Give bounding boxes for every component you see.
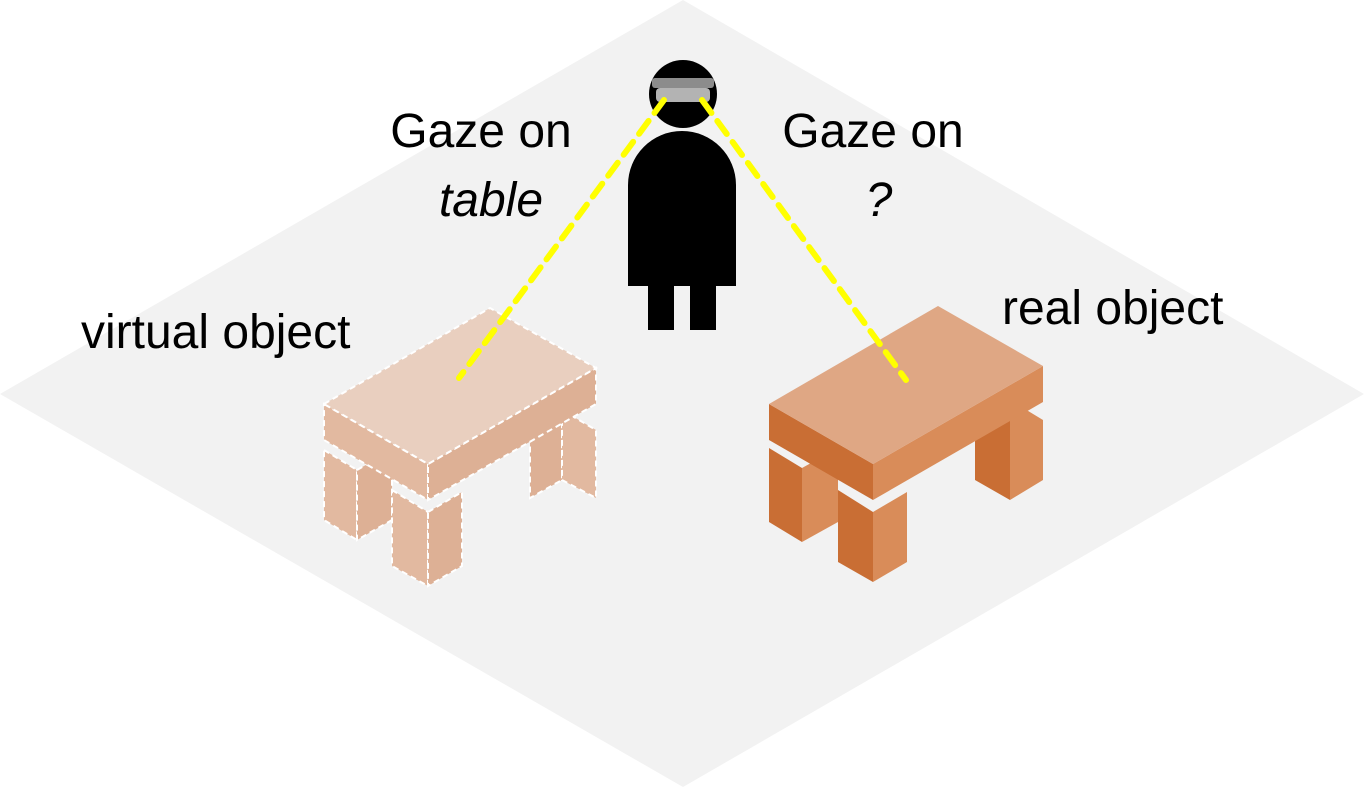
real-table-left-leg-front [769, 448, 802, 542]
person-body [628, 131, 736, 286]
real-table [769, 306, 1043, 582]
virtual-table-front-leg-side [427, 490, 463, 588]
headset-visor [656, 88, 710, 102]
virtual-table [322, 306, 599, 588]
gaze-right-label-line2: ? [865, 174, 893, 227]
person-figure [628, 60, 736, 330]
real-object-label: real object [1002, 282, 1224, 335]
gaze-left-label-line2: table [438, 174, 544, 227]
real-table-top [769, 306, 1043, 464]
real-table-front-leg-front [838, 490, 873, 582]
virtual-table-left-leg-front [323, 448, 358, 542]
virtual-table-front-leg-front [391, 488, 429, 588]
headset-band [652, 78, 714, 88]
real-table-back-leg-side [1010, 400, 1043, 500]
virtual-table-back-leg-side [561, 408, 597, 500]
virtual-table-side-face [427, 366, 597, 502]
gaze-ray-to-real-table [699, 97, 909, 383]
gaze-left-label-line1: Gaze on [390, 105, 572, 158]
person-right-leg [690, 283, 716, 330]
gaze-ray-to-virtual-table [456, 97, 667, 381]
real-table-front-face [769, 404, 873, 500]
virtual-object-label: virtual object [81, 306, 351, 359]
gaze-right-label-line1: Gaze on [782, 105, 964, 158]
real-table-side-face [873, 366, 1043, 500]
person-left-leg [648, 283, 674, 330]
virtual-table-top [322, 306, 599, 466]
real-table-front-leg-side [873, 492, 907, 582]
